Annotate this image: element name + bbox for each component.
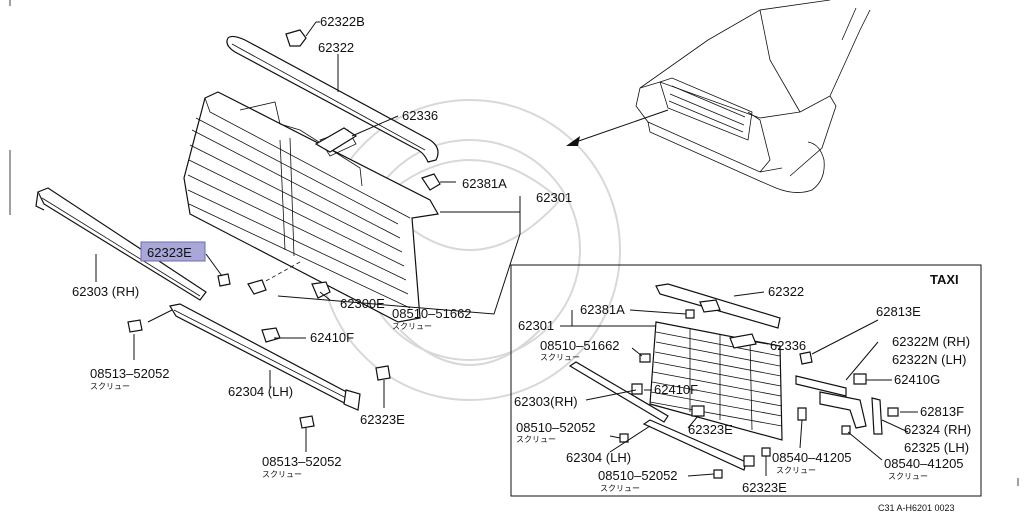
label-62323e-highlighted[interactable]: 62323E xyxy=(147,245,192,260)
label-62336: 62336 xyxy=(402,108,438,123)
inset-label-08510-51662-jp: スクリュー xyxy=(540,353,580,362)
label-08510-51662: 08510–51662 xyxy=(392,306,472,321)
inset-label-62322: 62322 xyxy=(768,284,804,299)
clip-62322b xyxy=(285,21,317,47)
grille-62301 xyxy=(183,91,439,323)
inset-label-62323e-b: 62323E xyxy=(742,480,787,495)
label-62381a: 62381A xyxy=(462,176,507,191)
inset-label-08510-52052-jp: スクリュー xyxy=(516,435,556,444)
inset-label-62410f: 62410F xyxy=(654,382,698,397)
lower-molding-62303 xyxy=(35,187,207,301)
inset-label-08540-41205-a-jp: スクリュー xyxy=(776,466,816,475)
watermark xyxy=(319,99,621,401)
inset-label-62813e: 62813E xyxy=(876,304,921,319)
label-62300e: 62300E xyxy=(340,296,385,311)
car-front-sketch xyxy=(635,0,871,193)
inset-label-62324: 62324 (RH) xyxy=(904,422,971,437)
clip-62381a xyxy=(421,173,441,191)
inset-label-08540-41205-a: 08540–41205 xyxy=(772,450,852,465)
fasteners-main xyxy=(127,273,391,429)
label-62303: 62303 (RH) xyxy=(72,284,139,299)
main-labels: 62322B 62322 62336 62381A 62301 62323E 6… xyxy=(72,14,572,479)
label-08513-52052-a: 08513–52052 xyxy=(90,366,170,381)
inset-label-08510-52052: 08510–52052 xyxy=(516,420,596,435)
label-08513-52052-a-jp: スクリュー xyxy=(90,382,130,391)
inset-label-62813f: 62813F xyxy=(920,404,964,419)
label-62410f: 62410F xyxy=(310,330,354,345)
taxi-inset xyxy=(510,264,982,497)
inset-label-08510-52052-b: 08510–52052 xyxy=(598,468,678,483)
leader-lines-main xyxy=(95,21,521,452)
lower-molding-62304 xyxy=(169,303,361,411)
label-62301: 62301 xyxy=(536,190,572,205)
upper-molding-62322 xyxy=(226,35,439,163)
inset-label-62323e-a: 62323E xyxy=(688,422,733,437)
inset-label-08510-52052-b-jp: スクリュー xyxy=(600,484,640,493)
label-62322b: 62322B xyxy=(320,14,365,29)
inset-label-62325: 62325 (LH) xyxy=(904,440,969,455)
label-08513-52052-b-jp: スクリュー xyxy=(262,470,302,479)
label-08513-52052-b: 08513–52052 xyxy=(262,454,342,469)
inset-label-08540-41205-b: 08540–41205 xyxy=(884,456,964,471)
inset-label-62322n: 62322N (LH) xyxy=(892,352,966,367)
inset-label-08510-51662: 08510–51662 xyxy=(540,338,620,353)
label-62322: 62322 xyxy=(318,40,354,55)
inset-label-62322m: 62322M (RH) xyxy=(892,334,970,349)
inset-label-62303: 62303(RH) xyxy=(514,394,578,409)
inset-label-62304: 62304 (LH) xyxy=(566,450,631,465)
label-62304: 62304 (LH) xyxy=(228,384,293,399)
bracket-62336 xyxy=(314,127,358,153)
diagram-code: C31 A-H6201 0023 xyxy=(878,503,955,513)
inset-label-08540-41205-b-jp: スクリュー xyxy=(888,472,928,481)
label-08510-51662-jp: スクリュー xyxy=(392,322,432,331)
inset-label-62336: 62336 xyxy=(770,338,806,353)
inset-labels: TAXI 62322 62381A 62301 08510–51662 スクリュ… xyxy=(514,272,971,495)
label-62323e: 62323E xyxy=(360,412,405,427)
inset-label-62410g: 62410G xyxy=(894,372,940,387)
inset-title: TAXI xyxy=(930,272,959,287)
car-arrow xyxy=(566,109,669,146)
highlight-box xyxy=(140,241,206,262)
inset-label-62381a: 62381A xyxy=(580,302,625,317)
inset-label-62301: 62301 xyxy=(518,318,554,333)
margin-marks xyxy=(9,0,1019,486)
